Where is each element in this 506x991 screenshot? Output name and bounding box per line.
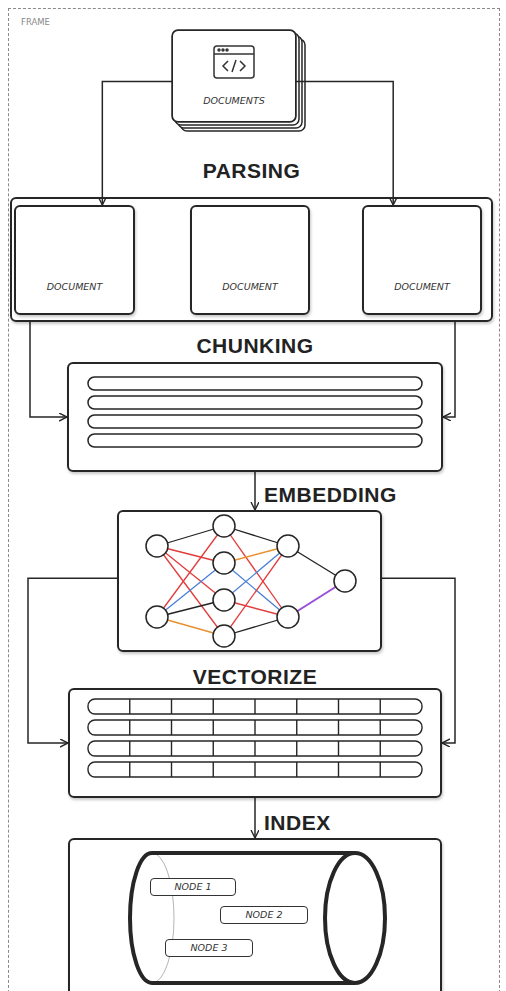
box-label: NODE 2 [221,909,307,921]
embedding-box: EMBEDDING [117,510,382,652]
grid-divider [171,699,172,714]
flow-arrow [382,578,455,743]
document-box: DOCUMENT [362,205,482,315]
grid-divider [213,699,214,714]
grid-divider [129,720,130,735]
grid-divider [171,720,172,735]
grid-divider [338,741,339,756]
box-label: DOCUMENTS [173,95,295,107]
box-label: DOCUMENT [192,281,308,293]
document-box: DOCUMENT [14,205,135,315]
document-box: DOCUMENT [190,205,310,315]
stage-heading: INDEX [264,811,331,835]
grid-divider [296,720,297,735]
grid-divider [254,741,255,756]
document-stack-card: DOCUMENTS [172,30,296,122]
vectorize-box: VECTORIZE [68,688,442,798]
grid-divider [254,699,255,714]
vector-node: NODE 3 [165,939,253,957]
vector-node: NODE 1 [150,878,236,896]
stage-heading: VECTORIZE [70,665,440,689]
grid-divider [338,720,339,735]
chunking-box: CHUNKING [67,362,443,472]
stage-heading: CHUNKING [69,334,441,358]
flow-arrow [296,82,393,205]
grid-divider [254,720,255,735]
box-label: DOCUMENT [364,281,480,293]
grid-divider [171,762,172,777]
frame-region: FRAME DOCUMENTS PARSING DOCUMENT DOCUMENT DOC… [8,8,500,991]
grid-divider [213,762,214,777]
vector-node: NODE 2 [220,906,308,924]
box-label: NODE 1 [151,881,235,893]
flow-arrow [254,798,256,838]
grid-divider [129,762,130,777]
document-stack [172,30,305,131]
vector-store-cylinder [130,853,385,983]
chunk-bars [88,377,422,447]
flow-arrow [443,322,455,417]
box-label: DOCUMENT [16,281,133,293]
stage-heading: EMBEDDING [264,483,397,507]
grid-divider [296,762,297,777]
parsing-container: PARSINGDOCUMENTDOCUMENTDOCUMENT [10,197,493,322]
flow-arrow [254,472,256,510]
flow-arrow [30,322,67,417]
grid-divider [296,699,297,714]
grid-divider [380,762,381,777]
flow-arrow [28,578,117,743]
grid-divider [213,741,214,756]
grid-divider [171,741,172,756]
box-label: NODE 3 [166,942,252,954]
flow-arrow [102,82,172,205]
stage-heading: PARSING [12,159,491,183]
code-icon [214,46,254,78]
vector-grid [88,699,422,777]
grid-divider [380,741,381,756]
grid-divider [380,699,381,714]
grid-divider [380,720,381,735]
frame-label: FRAME [21,17,50,28]
grid-divider [129,699,130,714]
grid-divider [213,720,214,735]
grid-divider [254,762,255,777]
neural-network [146,515,356,647]
index-box: INDEXNODE 1NODE 2NODE 3 [68,838,442,991]
grid-divider [338,762,339,777]
grid-divider [338,699,339,714]
grid-divider [296,741,297,756]
grid-divider [129,741,130,756]
